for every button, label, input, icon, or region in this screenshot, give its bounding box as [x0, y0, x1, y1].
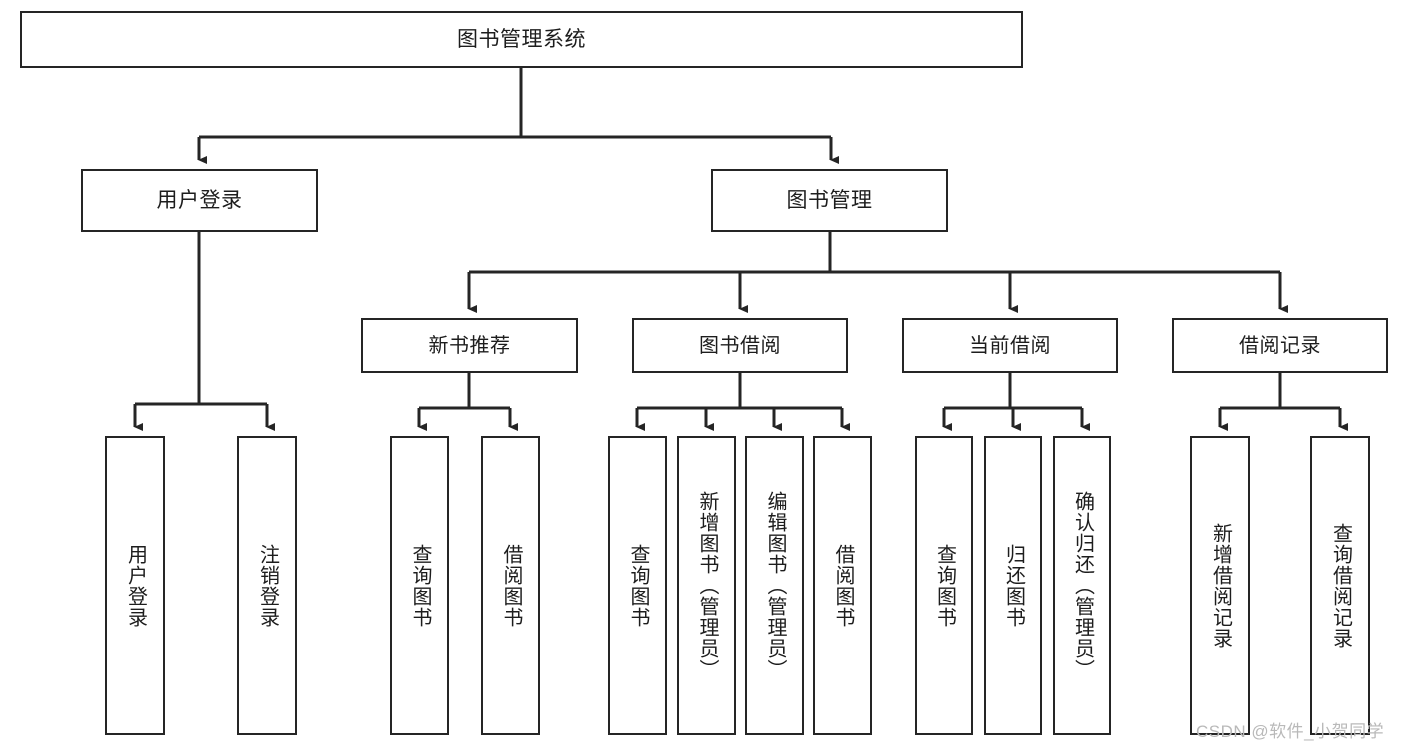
leaf-add-book-admin-label: 新增图书（管理员）	[696, 491, 718, 680]
leaf-borrow-book-label: 借阅图书	[832, 543, 854, 628]
leaf-add-borrow-record[interactable]: 新增借阅记录	[1190, 436, 1250, 735]
leaf-query-book-borrowing-label: 查询图书	[627, 543, 649, 628]
leaf-user-login-label: 用户登录	[124, 543, 147, 628]
node-root-label: 图书管理系统	[457, 27, 586, 51]
leaf-edit-book-admin-label: 编辑图书（管理员）	[764, 491, 786, 680]
leaf-logout[interactable]: 注销登录	[237, 436, 297, 735]
node-borrowing-records-label: 借阅记录	[1239, 334, 1321, 357]
leaf-user-login[interactable]: 用户登录	[105, 436, 165, 735]
leaf-query-book-recommend[interactable]: 查询图书	[390, 436, 449, 735]
leaf-return-book-label: 归还图书	[1002, 543, 1025, 628]
leaf-borrow-book[interactable]: 借阅图书	[813, 436, 872, 735]
node-borrowing-records[interactable]: 借阅记录	[1172, 318, 1388, 373]
node-current-borrowing[interactable]: 当前借阅	[902, 318, 1118, 373]
leaf-logout-label: 注销登录	[256, 543, 279, 628]
leaf-query-book-recommend-label: 查询图书	[409, 543, 431, 628]
leaf-add-book-admin[interactable]: 新增图书（管理员）	[677, 436, 736, 735]
leaf-confirm-return-admin[interactable]: 确认归还（管理员）	[1053, 436, 1111, 735]
leaf-add-borrow-record-label: 新增借阅记录	[1209, 522, 1232, 649]
node-root[interactable]: 图书管理系统	[20, 11, 1023, 68]
node-user-login-label: 用户登录	[156, 188, 243, 212]
leaf-query-borrow-record[interactable]: 查询借阅记录	[1310, 436, 1370, 735]
node-book-management[interactable]: 图书管理	[711, 169, 948, 232]
leaf-query-borrow-record-label: 查询借阅记录	[1329, 522, 1352, 649]
leaf-borrow-book-recommend-label: 借阅图书	[500, 543, 522, 628]
node-user-login[interactable]: 用户登录	[81, 169, 318, 232]
node-book-borrowing-label: 图书借阅	[699, 334, 781, 357]
leaf-edit-book-admin[interactable]: 编辑图书（管理员）	[745, 436, 804, 735]
node-current-borrowing-label: 当前借阅	[969, 334, 1051, 357]
leaf-query-book-current-label: 查询图书	[933, 543, 956, 628]
leaf-confirm-return-admin-label: 确认归还（管理员）	[1071, 491, 1094, 680]
leaf-query-book-current[interactable]: 查询图书	[915, 436, 973, 735]
node-new-book-recommendation[interactable]: 新书推荐	[361, 318, 578, 373]
leaf-borrow-book-recommend[interactable]: 借阅图书	[481, 436, 540, 735]
leaf-return-book[interactable]: 归还图书	[984, 436, 1042, 735]
node-book-borrowing[interactable]: 图书借阅	[632, 318, 848, 373]
leaf-query-book-borrowing[interactable]: 查询图书	[608, 436, 667, 735]
node-book-management-label: 图书管理	[786, 188, 873, 212]
node-new-book-recommendation-label: 新书推荐	[428, 334, 511, 357]
